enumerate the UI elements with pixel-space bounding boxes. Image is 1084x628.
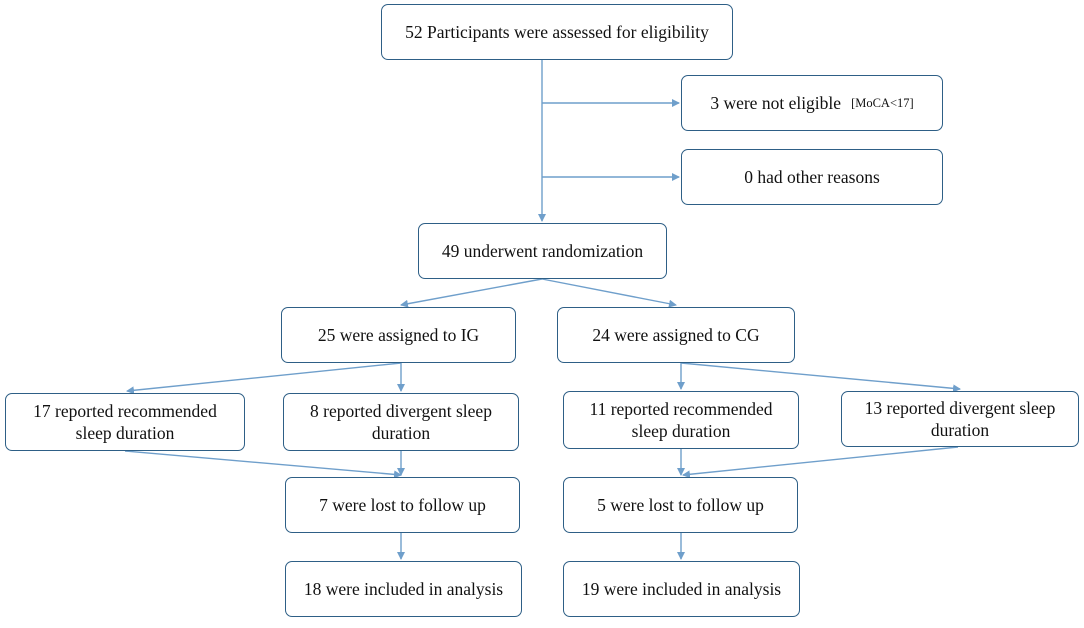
not-eligible-box: 3 were not eligible [MoCA<17] [681,75,943,131]
cg-assigned-box: 24 were assigned to CG [557,307,795,363]
ig-divergent-line2: duration [371,423,431,443]
cg-lost-box: 5 were lost to follow up [563,477,798,533]
arrow-ig-rec-to-lost [124,450,402,479]
cg-included-box: 19 were included in analysis [563,561,800,617]
other-reasons-box: 0 had other reasons [681,149,943,205]
arrow-cg-to-divergent [680,362,961,393]
ig-divergent-line1: 8 reported divergent sleep [310,401,492,421]
ig-lost-box: 7 were lost to follow up [285,477,520,533]
cg-recommended-line2: sleep duration [631,421,731,441]
ig-recommended-box: 17 reported recommended sleep duration [5,393,245,451]
arrow-to-ig [400,278,543,308]
ig-included-text: 18 were included in analysis [303,579,504,599]
ig-recommended-line1: 17 reported recommended [33,401,217,421]
cg-recommended-box: 11 reported recommended sleep duration [563,391,799,449]
ig-lost-text: 7 were lost to follow up [319,495,486,515]
screening-text: 52 Participants were assessed for eligib… [405,22,709,42]
cg-divergent-line2: duration [930,420,990,440]
ig-divergent-box: 8 reported divergent sleep duration [283,393,519,451]
arrow-cg-div-to-lost [682,446,959,479]
ig-assigned-box: 25 were assigned to IG [281,307,516,363]
other-reasons-text: 0 had other reasons [744,167,880,187]
not-eligible-note: [MoCA<17] [851,96,914,110]
cg-divergent-box: 13 reported divergent sleep duration [841,391,1079,447]
cg-divergent-line1: 13 reported divergent sleep [864,398,1056,418]
ig-recommended-line2: sleep duration [75,423,175,443]
arrow-to-cg [541,278,677,308]
arrow-ig-to-recommended [126,362,402,395]
randomization-text: 49 underwent randomization [441,241,644,261]
not-eligible-text: 3 were not eligible [710,93,842,113]
cg-included-text: 19 were included in analysis [581,579,782,599]
ig-assigned-text: 25 were assigned to IG [317,325,480,345]
screening-box: 52 Participants were assessed for eligib… [381,4,733,60]
cg-recommended-line1: 11 reported recommended [589,399,773,419]
cg-lost-text: 5 were lost to follow up [597,495,764,515]
ig-included-box: 18 were included in analysis [285,561,522,617]
randomization-box: 49 underwent randomization [418,223,667,279]
cg-assigned-text: 24 were assigned to CG [592,325,760,345]
